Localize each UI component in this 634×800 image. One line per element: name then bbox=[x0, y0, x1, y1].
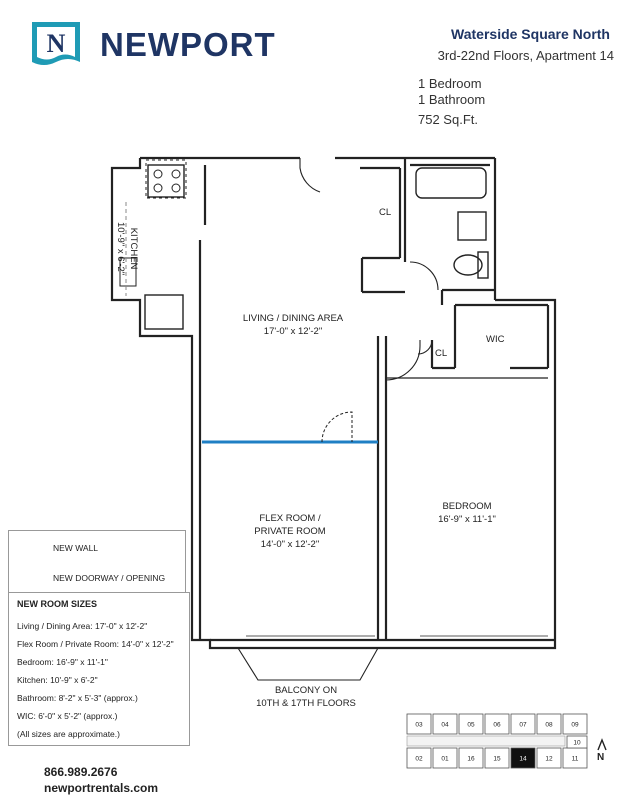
building-name: Waterside Square North bbox=[451, 26, 610, 42]
key-plan-unit-label: 10 bbox=[573, 740, 581, 747]
key-plan-unit-label: 16 bbox=[467, 756, 475, 763]
brand-name: NEWPORT bbox=[100, 26, 276, 63]
key-plan-unit-label: 05 bbox=[467, 722, 475, 729]
key-plan-unit bbox=[432, 713, 458, 735]
key-plan-unit-label: 11 bbox=[572, 756, 579, 763]
size-item: Bedroom: 16'-9" x 11'-1" bbox=[17, 657, 108, 667]
room-sizes-title: NEW ROOM SIZES bbox=[17, 599, 98, 609]
key-plan-unit-label: 04 bbox=[441, 722, 449, 729]
bedroom-count: 1 Bedroom bbox=[418, 76, 482, 91]
closet-label-2: CL bbox=[435, 348, 448, 359]
key-plan-unit bbox=[484, 747, 510, 769]
key-plan-unit bbox=[510, 713, 536, 735]
living-label: LIVING / DINING AREA 17'-0" x 12'-2" bbox=[242, 313, 344, 337]
wic-label: WIC bbox=[486, 334, 505, 345]
key-plan: 03 04 05 06 07 08 09 02 01 16 15 14 12 11 10 bbox=[406, 713, 588, 769]
new-doorway bbox=[321, 411, 353, 443]
bedroom-label: BEDROOM 16'-9" x 11'-1" bbox=[438, 501, 496, 525]
size-item: Kitchen: 10'-9" x 6'-2" bbox=[17, 675, 98, 685]
key-plan-unit-label: 07 bbox=[519, 722, 527, 729]
key-plan-unit-label: 06 bbox=[493, 722, 501, 729]
room-sizes-box: NEW ROOM SIZES Living / Dining Area: 17'… bbox=[8, 592, 190, 746]
key-plan-unit bbox=[536, 747, 562, 769]
key-plan-unit bbox=[406, 713, 432, 735]
key-plan-unit bbox=[458, 747, 484, 769]
size-item: Bathroom: 8'-2" x 5'-3" (approx.) bbox=[17, 693, 138, 703]
key-plan-unit bbox=[566, 735, 588, 749]
logo-letter: N bbox=[47, 29, 66, 58]
key-plan-unit-label: 14 bbox=[519, 756, 527, 763]
floors-apartment: 3rd-22nd Floors, Apartment 14 bbox=[437, 48, 614, 63]
key-plan-unit-label: 02 bbox=[415, 756, 423, 763]
size-item: Flex Room / Private Room: 14'-0" x 12'-2… bbox=[17, 639, 174, 649]
north-label: N bbox=[597, 752, 605, 763]
legend-new-wall: NEW WALL bbox=[53, 543, 99, 553]
kitchen-label: KITCHEN 10'-9" x 6'-2" bbox=[115, 222, 139, 276]
bathroom-count: 1 Bathroom bbox=[418, 92, 486, 107]
key-plan-unit bbox=[510, 747, 536, 769]
balcony-label: BALCONY ON 10TH & 17TH FLOORS bbox=[256, 685, 356, 709]
key-plan-unit bbox=[484, 713, 510, 735]
legend: NEW WALL NEW DOORWAY / OPENING bbox=[8, 530, 186, 600]
key-plan-unit bbox=[562, 713, 588, 735]
key-plan-corridor bbox=[406, 735, 566, 747]
size-item: Living / Dining Area: 17'-0" x 12'-2" bbox=[17, 621, 148, 631]
outer-wall bbox=[110, 158, 557, 650]
key-plan-unit-label: 12 bbox=[545, 756, 553, 763]
closet-label-1: CL bbox=[379, 207, 392, 218]
key-plan-unit-label: 08 bbox=[545, 722, 553, 729]
key-plan-unit bbox=[406, 747, 432, 769]
phone-number: 866.989.2676 bbox=[44, 765, 118, 779]
size-item: WIC: 6'-0" x 5'-2" (approx.) bbox=[17, 711, 118, 721]
size-item: (All sizes are approximate.) bbox=[17, 729, 120, 739]
key-plan-unit-label: 15 bbox=[493, 756, 501, 763]
key-plan-unit-label: 09 bbox=[571, 722, 579, 729]
legend-new-doorway: NEW DOORWAY / OPENING bbox=[53, 573, 166, 583]
website: newportrentals.com bbox=[44, 781, 159, 795]
flex-room-label: FLEX ROOM / PRIVATE ROOM 14'-0" x 12'-2" bbox=[254, 513, 326, 550]
newport-logo: N bbox=[32, 22, 80, 65]
key-plan-unit bbox=[536, 713, 562, 735]
square-footage: 752 Sq.Ft. bbox=[418, 112, 478, 127]
key-plan-unit-label: 01 bbox=[441, 756, 449, 763]
key-plan-unit-label: 03 bbox=[415, 722, 423, 729]
key-plan-unit bbox=[432, 747, 458, 769]
key-plan-unit bbox=[458, 713, 484, 735]
